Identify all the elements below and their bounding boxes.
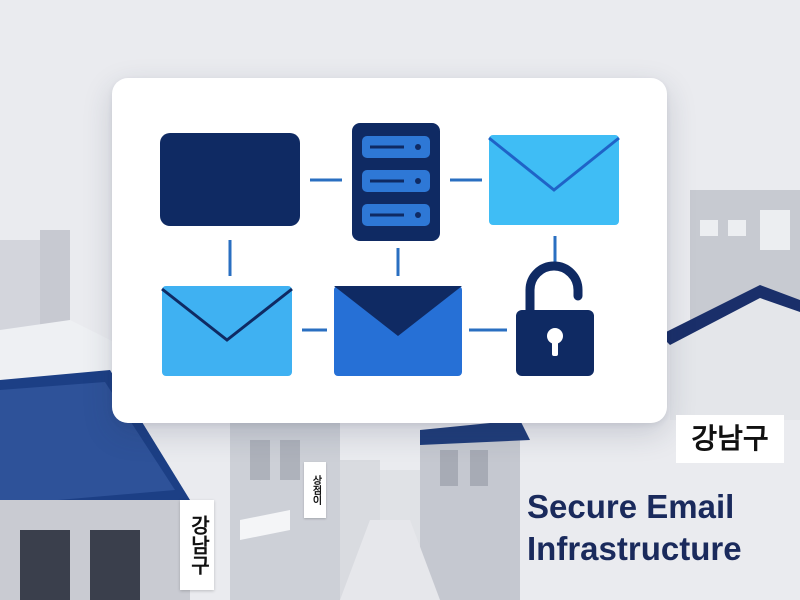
envelope-icon	[488, 135, 620, 225]
headline: Secure Email Infrastructure	[527, 486, 797, 570]
district-sign-left: 강남구	[180, 500, 214, 590]
headline-line-2: Infrastructure	[527, 530, 742, 567]
email-infrastructure-diagram	[160, 123, 620, 376]
rectangle-icon	[160, 133, 300, 226]
headline-line-1: Secure Email	[527, 488, 735, 525]
left-house	[0, 320, 190, 600]
shop-sign-small: 상점이	[304, 462, 326, 518]
diagram-card	[112, 78, 667, 423]
right-buildings	[660, 190, 800, 420]
connector-lines	[228, 178, 557, 332]
server-icon	[352, 123, 440, 241]
envelope-icon	[334, 286, 462, 376]
envelope-icon	[161, 286, 293, 376]
unlocked-padlock-icon	[516, 261, 594, 376]
district-sign-right: 강남구	[676, 415, 784, 463]
